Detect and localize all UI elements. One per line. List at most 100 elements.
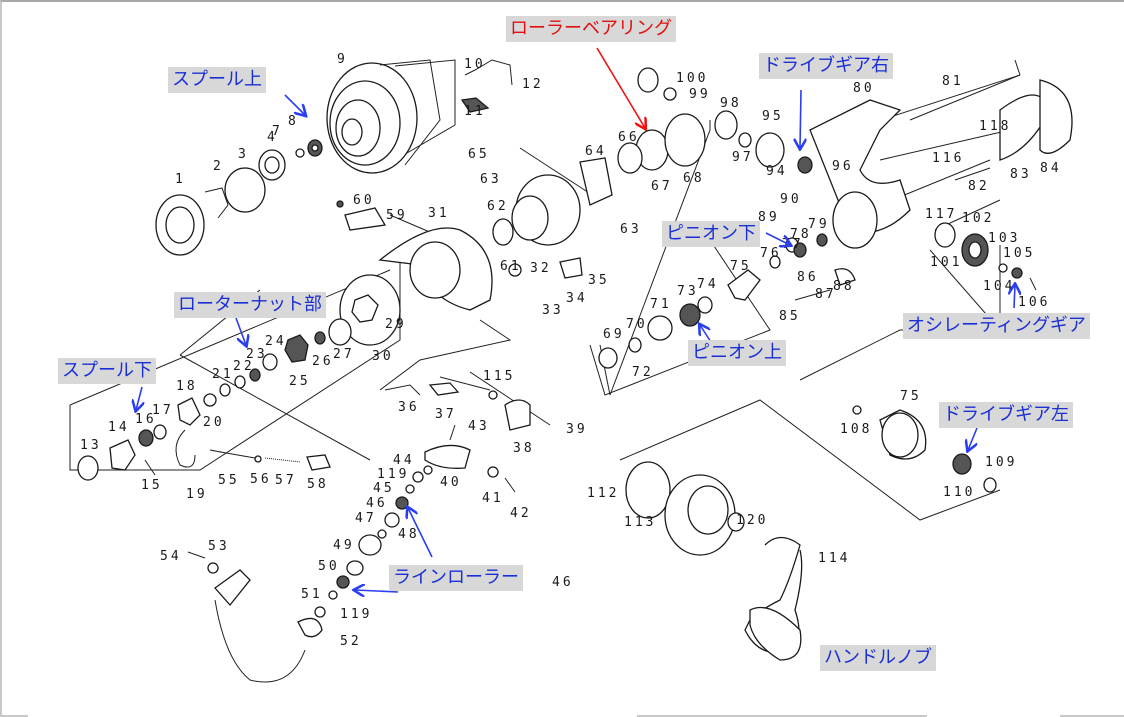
- part-label: 17: [152, 403, 174, 418]
- arrow-oscillating-gear: [1014, 285, 1015, 309]
- part-label: 3: [238, 147, 249, 162]
- part-40: [424, 444, 471, 469]
- part-25: [284, 334, 309, 363]
- part-label: 8: [288, 114, 299, 129]
- part-label: 110: [943, 485, 975, 500]
- part-label: 88: [833, 279, 855, 294]
- arrow-pinion-lower: [765, 232, 790, 245]
- part-11: [460, 97, 490, 113]
- part-label: 101: [930, 255, 962, 270]
- arrow-drive-gear-left: [968, 427, 978, 450]
- part-51: [328, 590, 338, 600]
- spool-assembly: [155, 59, 513, 256]
- part-label: 37: [435, 407, 457, 422]
- part-label: 47: [355, 511, 377, 526]
- part-label: 2: [213, 159, 224, 174]
- handle-knob-part: [749, 606, 802, 661]
- part-label: 15: [141, 478, 163, 493]
- part-42: [504, 477, 516, 493]
- arrow-drive-gear-right: [800, 89, 801, 148]
- part-26: [314, 331, 326, 345]
- part-label: 13: [80, 438, 102, 453]
- part-119a: [412, 471, 424, 483]
- part-23: [249, 368, 261, 382]
- part-label: 62: [487, 199, 509, 214]
- callout-line-roller: ラインローラー: [389, 565, 523, 591]
- callout-drive-gear-left: ドライブギア左: [939, 402, 1073, 428]
- part-56: [254, 455, 262, 463]
- callout-arrows: [136, 47, 1015, 592]
- part-14: [109, 439, 136, 471]
- part-label: 46: [552, 575, 574, 590]
- part-label: 63: [620, 222, 642, 237]
- part-3: [224, 167, 266, 213]
- part-label: 16: [135, 412, 157, 427]
- part-99: [663, 87, 677, 101]
- part-label: 90: [780, 192, 802, 207]
- part-label: 51: [301, 587, 323, 602]
- scrollbar-track-segment: [1060, 715, 1124, 717]
- callout-pinion-lower: ピニオン下: [662, 221, 760, 247]
- arrow-rotor-nut: [235, 317, 246, 345]
- part-label: 109: [985, 455, 1017, 470]
- part-label: 11: [464, 104, 486, 119]
- part-label: 63: [480, 172, 502, 187]
- part-18: [177, 397, 201, 426]
- part-45: [405, 484, 415, 494]
- part-label: 74: [697, 277, 719, 292]
- part-label: 25: [289, 374, 311, 389]
- part-label: 35: [588, 273, 610, 288]
- part-85: [794, 289, 831, 301]
- part-15: [144, 459, 156, 476]
- part-label: 9: [337, 52, 348, 67]
- part-105: [1011, 267, 1023, 279]
- part-label: 70: [626, 317, 648, 332]
- part-119b: [314, 606, 326, 618]
- callout-roller-bearing: ローラーベアリング: [506, 16, 676, 42]
- callout-oscillating-gear: オシレーティングギア: [903, 313, 1090, 339]
- part-label: 67: [651, 179, 673, 194]
- part-label: 102: [962, 211, 994, 226]
- part-43: [449, 424, 456, 441]
- part-label: 66: [618, 130, 640, 145]
- arrow-line-roller-upper: [408, 508, 433, 558]
- part-label: 116: [932, 151, 964, 166]
- part-label: 95: [762, 109, 784, 124]
- part-label: 78: [790, 227, 812, 242]
- callout-spool-upper: スプール上: [168, 67, 266, 93]
- part-64: [579, 157, 613, 206]
- part-108: [852, 405, 862, 415]
- part-74: [697, 296, 713, 314]
- arrow-line-roller-lower: [355, 590, 399, 592]
- part-13: [77, 455, 99, 481]
- part-label: 105: [1003, 246, 1035, 261]
- part-76: [769, 255, 781, 269]
- part-20: [203, 393, 217, 407]
- part-115: [488, 390, 498, 400]
- part-64b: [617, 142, 643, 174]
- part-22: [234, 375, 246, 389]
- part-number-labels: 1 2 3 4 7 8 9 10 11 12 13 14 15 16 17 18…: [80, 52, 1059, 649]
- part-label: 45: [373, 481, 395, 496]
- part-104: [998, 263, 1008, 273]
- part-32: [508, 263, 522, 277]
- part-70: [628, 337, 642, 353]
- part-label: 86: [797, 270, 819, 285]
- part-106: [1029, 277, 1037, 291]
- part-label: 33: [542, 303, 564, 318]
- part-37: [428, 382, 460, 396]
- part-label: 98: [720, 96, 742, 111]
- part-label: 54: [160, 549, 182, 564]
- part-label: 75: [900, 389, 922, 404]
- part-label: 49: [333, 538, 355, 553]
- part-label: 60: [353, 193, 375, 208]
- part-52: [297, 617, 323, 638]
- callout-drive-gear-right: ドライブギア右: [759, 53, 893, 79]
- part-label: 22: [233, 359, 255, 374]
- part-79: [816, 233, 828, 247]
- part-68: [664, 113, 706, 167]
- part-label: 73: [677, 284, 699, 299]
- arrow-spool-lower: [136, 386, 142, 410]
- part-27: [328, 318, 352, 346]
- part-label: 76: [760, 246, 782, 261]
